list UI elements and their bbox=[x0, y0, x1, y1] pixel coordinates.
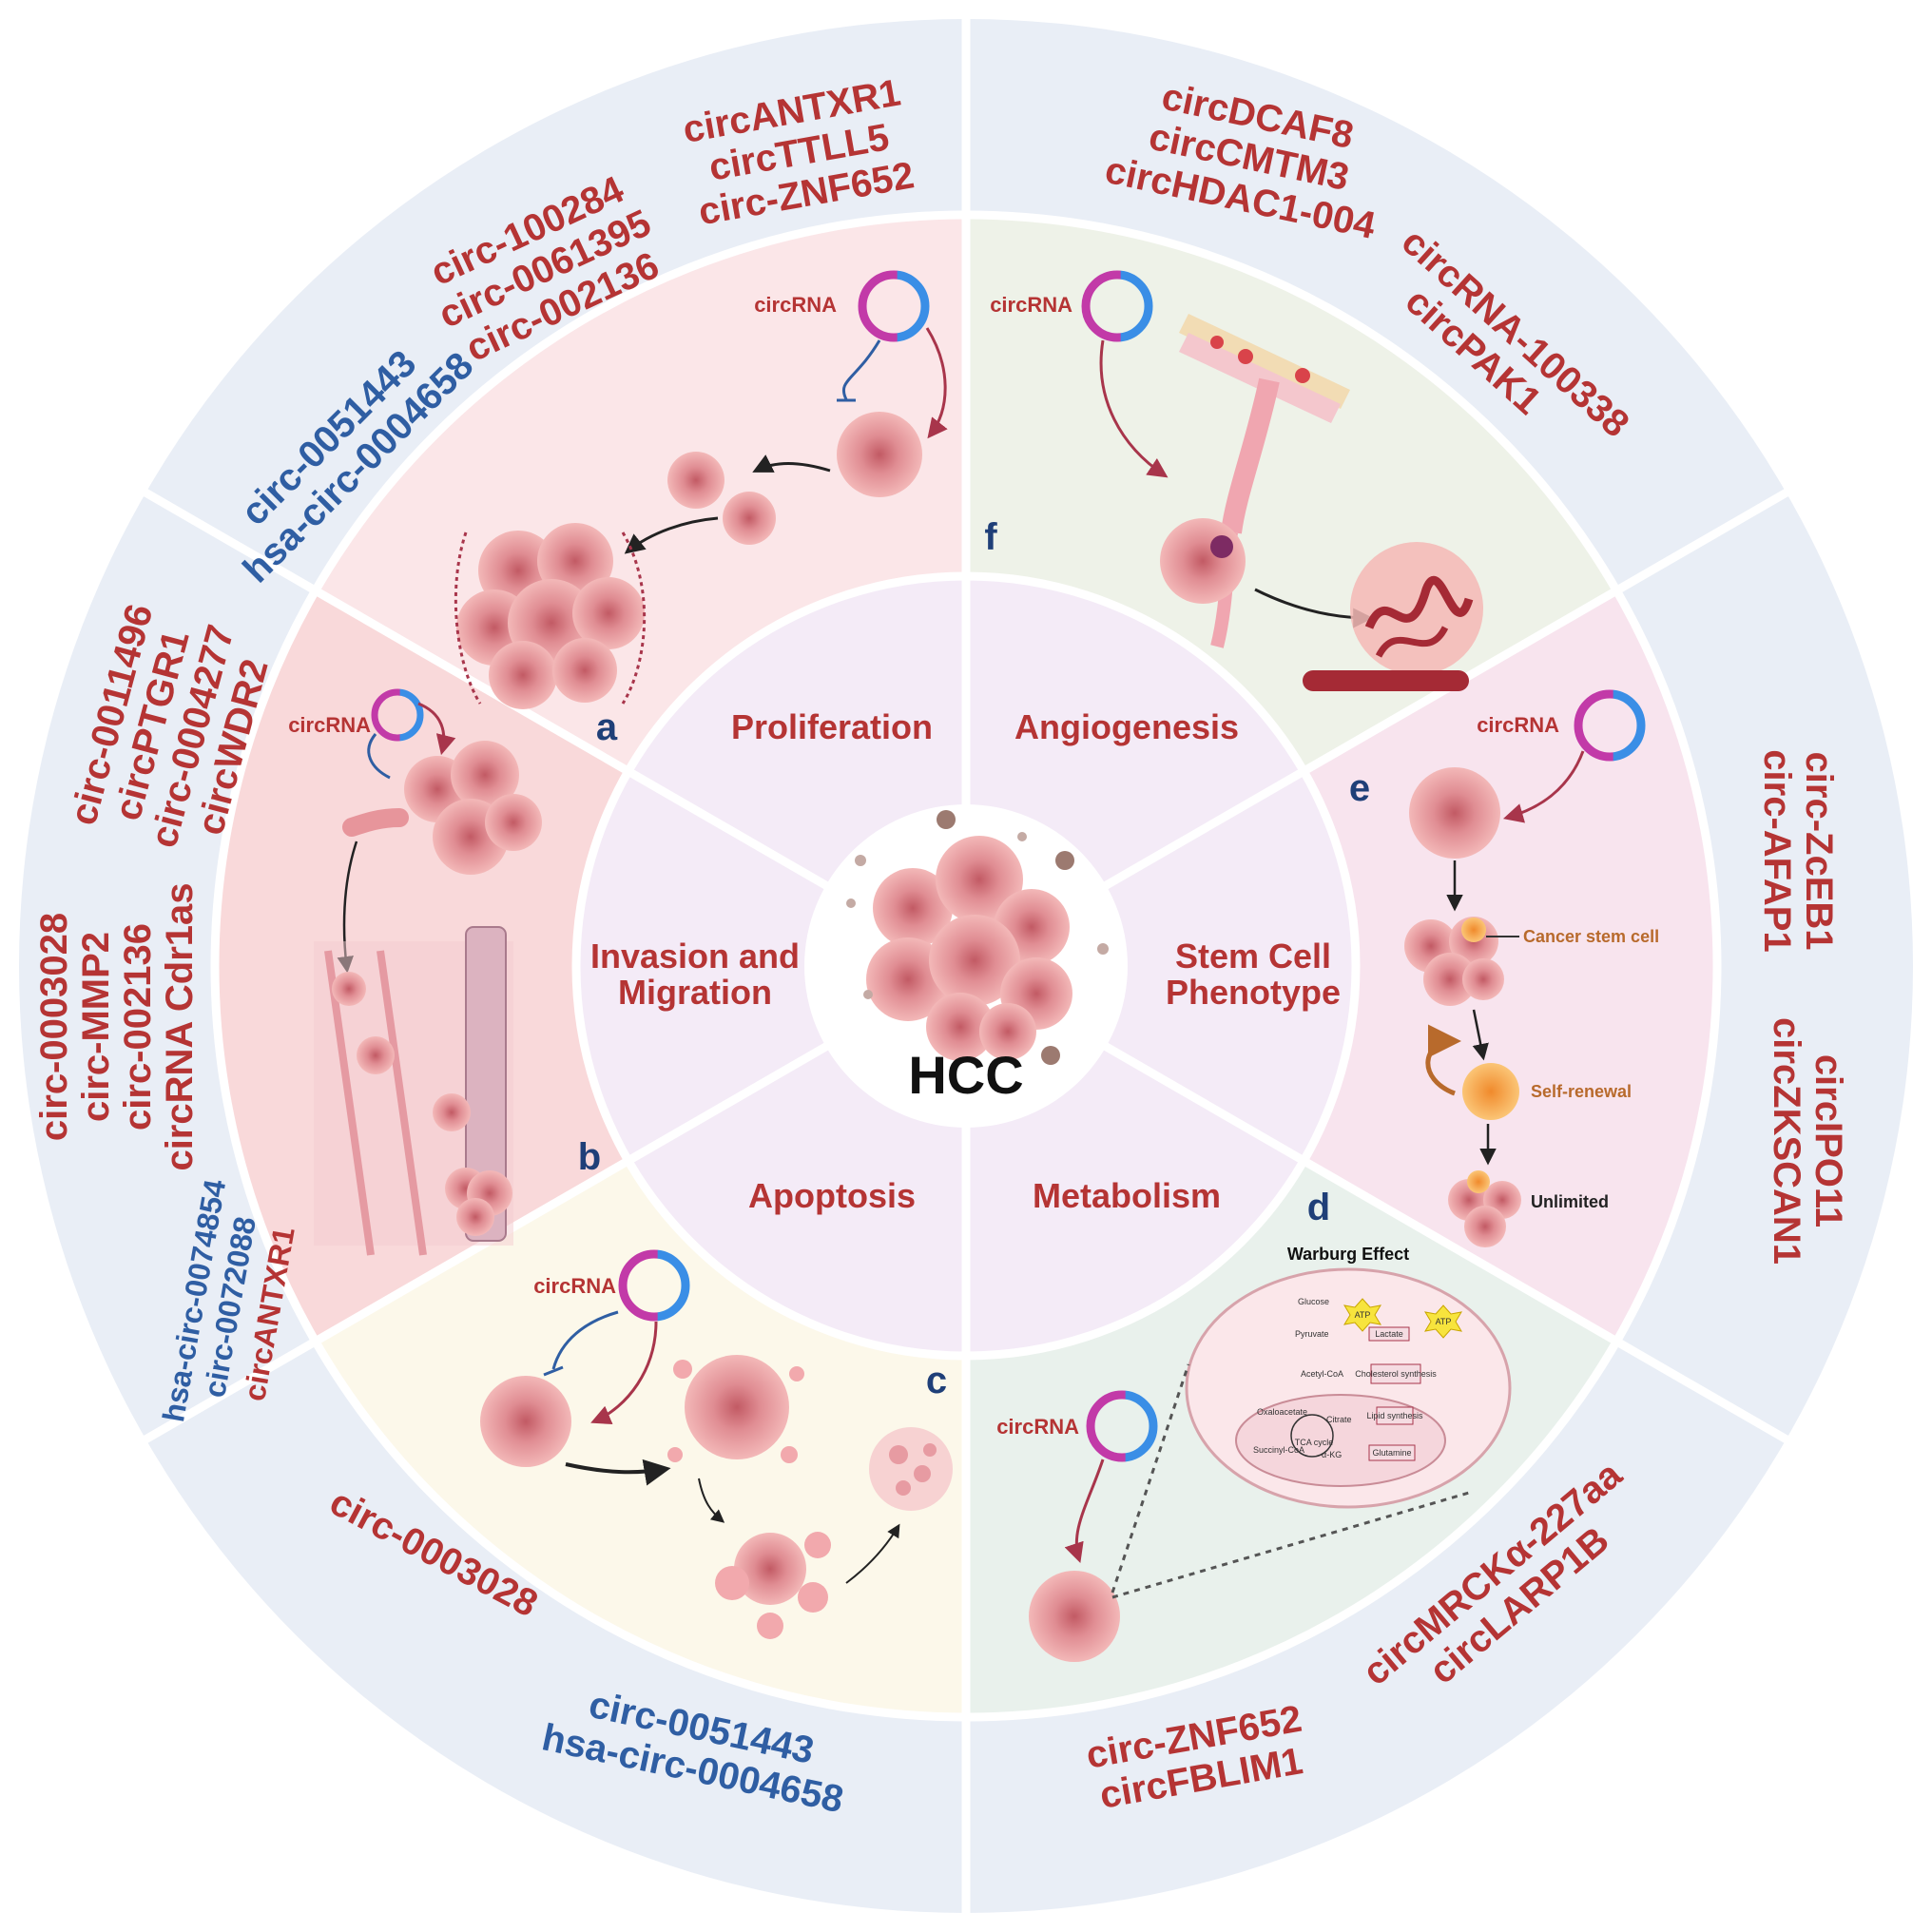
genes-stem-b: circIPO11 circZKSCAN1 bbox=[1766, 1017, 1849, 1265]
circrna-label-d: circRNA bbox=[996, 1415, 1079, 1439]
gene-label: circRNA Cdr1as bbox=[159, 882, 201, 1170]
circrna-label-f: circRNA bbox=[990, 293, 1072, 317]
atp-label-1: ATP bbox=[1355, 1310, 1371, 1320]
panel-letter-a: a bbox=[596, 706, 618, 748]
process-metabolism: Metabolism bbox=[1033, 1176, 1221, 1215]
circrna-ring-icon bbox=[371, 688, 424, 742]
blebbing-cell-icon bbox=[667, 1355, 804, 1463]
circrna-label-a: circRNA bbox=[754, 293, 837, 317]
panel-d-metabolism: Warburg Effect Glucose ATP Pyruvate Lact… bbox=[996, 1245, 1512, 1662]
panel-b-invasion: circRNA bbox=[288, 688, 542, 1256]
process-invasion-line1: Invasion and bbox=[590, 937, 800, 976]
process-stem-line2: Phenotype bbox=[1166, 973, 1341, 1012]
unlimited-cluster-icon bbox=[1448, 1170, 1521, 1247]
warburg-pathway: Glucose ATP Pyruvate Lactate ATP Acetyl-… bbox=[1253, 1297, 1462, 1461]
warburg-title: Warburg Effect bbox=[1287, 1245, 1409, 1264]
glucose-label: Glucose bbox=[1298, 1297, 1329, 1306]
pyruvate-label: Pyruvate bbox=[1295, 1329, 1329, 1339]
circrna-ring-icon bbox=[1081, 270, 1153, 342]
center-label: HCC bbox=[908, 1045, 1023, 1105]
cell-icon bbox=[837, 412, 922, 497]
process-invasion-line2: Migration bbox=[618, 973, 772, 1012]
panel-f-angiogenesis: circRNA bbox=[990, 270, 1483, 691]
panel-e-stem-cell: circRNA Cancer stem cell Self-renewal Un… bbox=[1404, 689, 1659, 1247]
process-proliferation: Proliferation bbox=[731, 707, 933, 746]
gene-label: circ-ZcEB1 bbox=[1798, 752, 1840, 951]
circrna-ring-icon bbox=[1086, 1390, 1158, 1462]
unlimited-label: Unlimited bbox=[1531, 1192, 1609, 1211]
lactate-label: Lactate bbox=[1375, 1329, 1403, 1339]
process-angiogenesis: Angiogenesis bbox=[1014, 707, 1239, 746]
panel-letter-e: e bbox=[1349, 767, 1370, 809]
tumor-cluster-icon bbox=[1404, 917, 1504, 1006]
gene-label: circZKSCAN1 bbox=[1766, 1017, 1807, 1265]
ring-divider-inner bbox=[571, 571, 1361, 1361]
invading-cluster-icon bbox=[342, 741, 542, 875]
process-stem-line1: Stem Cell bbox=[1175, 937, 1331, 976]
circrna-ring-icon bbox=[618, 1249, 690, 1322]
hcc-tumor-icon bbox=[846, 810, 1109, 1065]
gene-label: circ-AFAP1 bbox=[1756, 749, 1798, 952]
panel-letter-d: d bbox=[1307, 1187, 1330, 1228]
circrna-label-c: circRNA bbox=[533, 1274, 616, 1298]
atp-label-2: ATP bbox=[1436, 1317, 1452, 1326]
panel-c-apoptosis: circRNA bbox=[480, 1249, 953, 1639]
self-renewal-label: Self-renewal bbox=[1531, 1082, 1632, 1101]
vascularized-tumor-icon bbox=[1303, 542, 1483, 691]
ring-divider-outer bbox=[210, 210, 1722, 1722]
citrate-label: Citrate bbox=[1326, 1415, 1352, 1424]
circrna-label-e: circRNA bbox=[1477, 713, 1559, 737]
atp-burst-icon-2 bbox=[1424, 1304, 1462, 1339]
tca-label: TCA cycle bbox=[1295, 1438, 1334, 1447]
tumor-icon bbox=[1160, 518, 1246, 604]
circrna-ring-icon bbox=[1574, 689, 1646, 762]
tissue-barrier-icon bbox=[314, 926, 513, 1256]
cell-icon bbox=[480, 1376, 571, 1467]
circrna-label-b: circRNA bbox=[288, 713, 371, 737]
gene-label: circ-0003028 bbox=[33, 913, 75, 1141]
cell-icon bbox=[1029, 1571, 1120, 1662]
panel-stem-bg bbox=[1304, 590, 1718, 1342]
genes-stem-a: circ-ZcEB1 circ-AFAP1 bbox=[1756, 749, 1840, 952]
lipid-label: Lipid synthesis bbox=[1366, 1411, 1423, 1420]
atp-burst-icon bbox=[1343, 1298, 1381, 1332]
panel-letter-c: c bbox=[926, 1360, 947, 1401]
panel-a-proliferation: circRNA bbox=[454, 270, 948, 709]
cancer-stem-cell-label: Cancer stem cell bbox=[1523, 927, 1659, 946]
gene-label: circIPO11 bbox=[1807, 1054, 1849, 1227]
self-renewing-cell-icon bbox=[1462, 1063, 1519, 1120]
cancer-stem-cell-icon bbox=[1461, 918, 1486, 942]
apoptotic-bodies-icon bbox=[869, 1427, 953, 1511]
process-apoptosis: Apoptosis bbox=[748, 1176, 916, 1215]
panel-letter-f: f bbox=[984, 516, 997, 558]
glutamine-label: Glutamine bbox=[1372, 1448, 1411, 1458]
cell-icon bbox=[1409, 767, 1500, 859]
genes-proliferation-outer: circANTXR1 circTTLL5 circ-ZNF652 bbox=[680, 71, 918, 233]
acetyl-coa-label: Acetyl-CoA bbox=[1301, 1369, 1343, 1379]
cholesterol-label: Cholesterol synthesis bbox=[1355, 1369, 1437, 1379]
akg-label: α-KG bbox=[1322, 1450, 1342, 1459]
oxaloacetate-label: Oxaloacetate bbox=[1257, 1407, 1307, 1417]
fragmented-cell-icon bbox=[715, 1532, 831, 1639]
genes-invasion-b: circ-0003028 circ-MMP2 circ-002136 circR… bbox=[33, 882, 201, 1170]
panel-letter-b: b bbox=[578, 1136, 601, 1178]
gene-label: circ-002136 bbox=[117, 923, 159, 1130]
gene-label: circ-MMP2 bbox=[75, 932, 117, 1122]
succinyl-label: Succinyl-CoA bbox=[1253, 1445, 1304, 1455]
tumor-cluster-icon bbox=[454, 523, 647, 709]
circrna-ring-icon bbox=[858, 270, 930, 342]
